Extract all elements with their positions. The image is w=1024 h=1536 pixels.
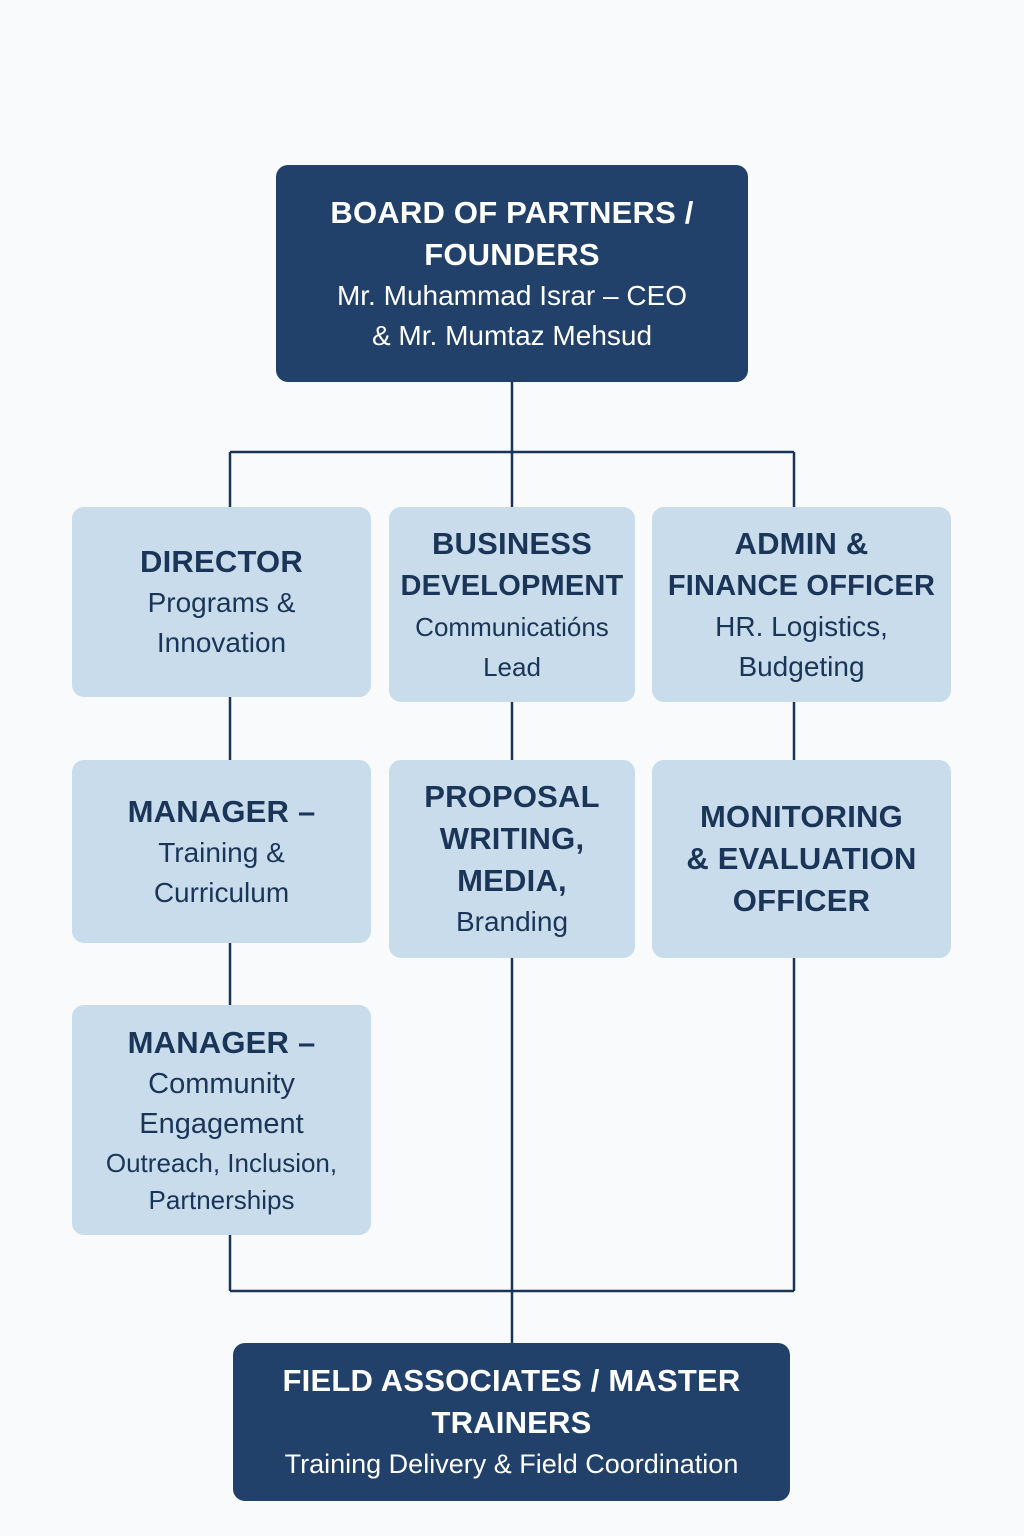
business-development-box: BUSINESS DEVELOPMENT Communicatións Lead [389, 507, 635, 702]
field-title-2: TRAINERS [431, 1405, 592, 1440]
proposal-title-1: PROPOSAL [424, 779, 600, 814]
proposal-writing-box: PROPOSAL WRITING, MEDIA, Branding [389, 760, 635, 958]
admin-finance-box: ADMIN & FINANCE OFFICER HR. Logistics, B… [652, 507, 951, 702]
board-title-1: BOARD OF PARTNERS / [330, 194, 694, 230]
manager-training-subtitle-2: Curriculum [153, 876, 290, 908]
manager-community-subtitle-2: Engagement [139, 1108, 304, 1140]
manager-training-subtitle-1: Training & [158, 836, 285, 868]
manager-training-title: MANAGER – [127, 793, 316, 829]
board-subtitle-1: Mr. Muhammad Israr – CEO [336, 279, 688, 311]
admin-subtitle-1: HR. Logistics, [715, 610, 888, 642]
admin-subtitle-2: Budgeting [738, 650, 865, 682]
director-subtitle-1: Programs & [147, 587, 296, 618]
me-title-1: MONITORING [700, 799, 903, 834]
director-box: DIRECTOR Programs & Innovation [72, 507, 371, 697]
bd-title-2: DEVELOPMENT [400, 569, 624, 602]
proposal-subtitle: Branding [455, 906, 569, 937]
field-associates-box: FIELD ASSOCIATES / MASTER TRAINERS Train… [233, 1343, 790, 1501]
director-subtitle-2: Innovation [156, 627, 287, 658]
monitoring-evaluation-box: MONITORING & EVALUATION OFFICER [652, 760, 951, 958]
me-title-2: & EVALUATION [686, 841, 917, 876]
proposal-title-2: WRITING, [439, 821, 585, 856]
admin-title-1: ADMIN & [734, 525, 869, 561]
bd-subtitle-1: Communicatións [415, 611, 609, 642]
field-title-1: FIELD ASSOCIATES / MASTER [282, 1363, 741, 1398]
board-title-2: FOUNDERS [424, 236, 600, 272]
manager-community-subtitle-1: Community [148, 1068, 295, 1100]
manager-training-box: MANAGER – Training & Curriculum [72, 760, 371, 943]
board-subtitle-2: & Mr. Mumtaz Mehsud [371, 319, 653, 351]
manager-community-box: MANAGER – Community Engagement Outreach,… [72, 1005, 371, 1235]
proposal-title-3: MEDIA, [457, 863, 567, 898]
board-box: BOARD OF PARTNERS / FOUNDERS Mr. Muhamma… [276, 165, 748, 382]
admin-title-2: FINANCE OFFICER [667, 569, 936, 602]
manager-community-subtitle-3: Outreach, Inclusion, [105, 1148, 338, 1178]
bd-subtitle-2: Lead [483, 651, 541, 682]
bd-title-1: BUSINESS [431, 525, 593, 561]
me-title-3: OFFICER [732, 883, 871, 918]
field-subtitle: Training Delivery & Field Coordination [284, 1449, 739, 1479]
manager-community-subtitle-4: Partnerships [148, 1185, 295, 1215]
manager-community-title: MANAGER – [127, 1025, 316, 1060]
director-title: DIRECTOR [140, 544, 303, 579]
